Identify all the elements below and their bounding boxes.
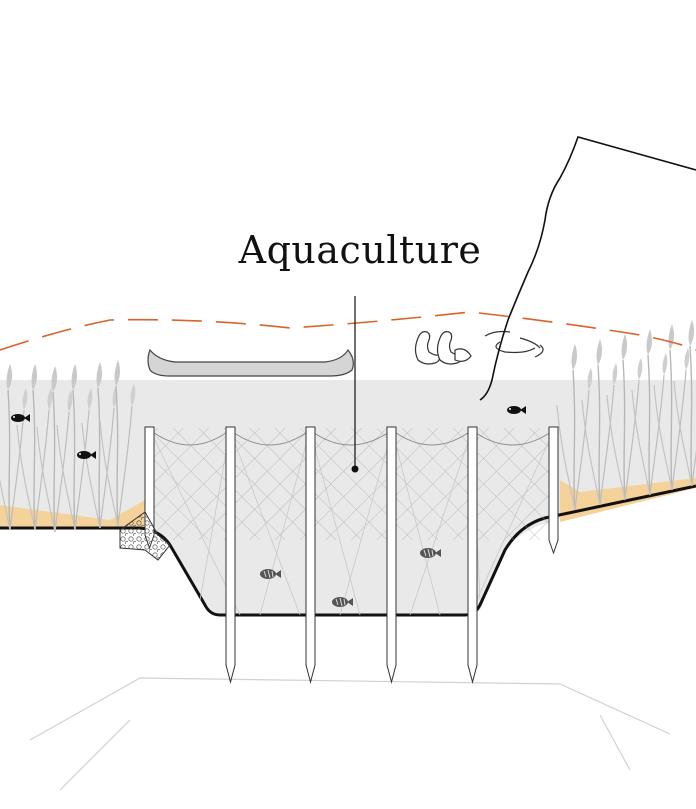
net-rope-top [149,429,555,446]
duck-icon [414,331,472,365]
stone-wall-icon [119,511,171,561]
water-ripples [484,330,544,358]
post-5 [467,426,478,684]
post-4 [386,426,397,684]
post-2 [225,426,236,684]
net-posts [144,426,559,684]
post-3 [305,426,316,684]
post-6 [548,426,559,555]
aquaculture-net [150,428,555,540]
orange-dashed-line [0,311,696,351]
canoe-icon [147,348,354,377]
callout-dot [351,465,359,473]
ground-perspective-lines [29,677,671,791]
fishing-rod-icon [479,136,696,401]
callout-label: Aquaculture [238,228,482,272]
